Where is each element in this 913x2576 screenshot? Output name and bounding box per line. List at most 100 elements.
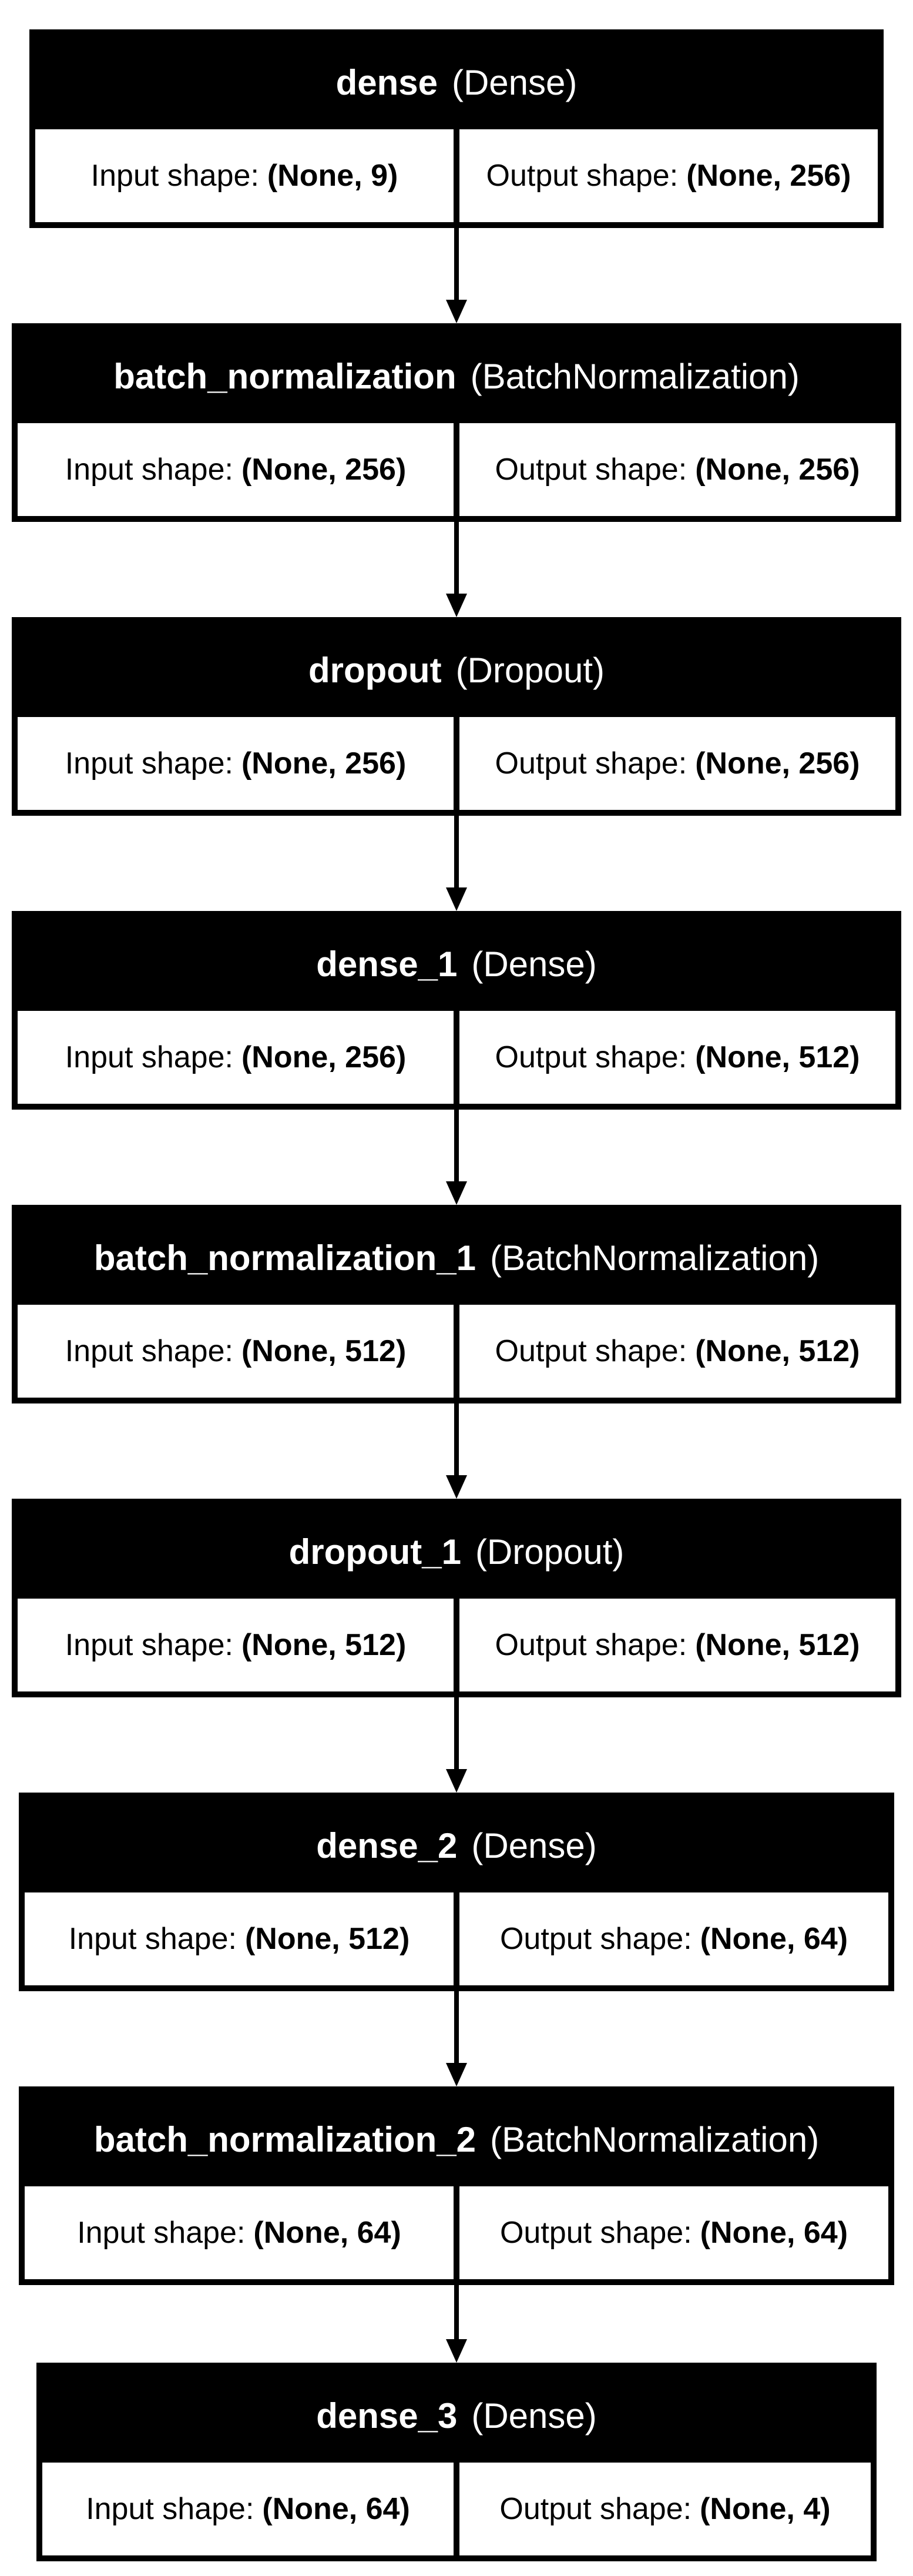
input-shape-label: Input shape: — [65, 1628, 233, 1662]
input-shape-value: (None, 64) — [262, 2492, 410, 2526]
input-shape-label: Input shape: — [77, 2216, 246, 2250]
input-shape-label: Input shape: — [90, 159, 259, 193]
output-shape-label: Output shape: — [486, 159, 679, 193]
shape-row: Input shape: (None, 256) Output shape: (… — [18, 423, 895, 516]
layer-node-dense-3: dense_3 (Dense) Input shape: (None, 64) … — [36, 2363, 877, 2561]
input-shape-value: (None, 256) — [241, 746, 407, 780]
layer-type: (Dropout) — [475, 1532, 625, 1572]
output-shape-label: Output shape: — [495, 1628, 687, 1662]
shape-row: Input shape: (None, 512) Output shape: (… — [18, 1305, 895, 1398]
arrow-head-icon — [446, 1181, 467, 1205]
arrow-head-icon — [446, 1769, 467, 1793]
layer-title: dropout_1 (Dropout) — [18, 1505, 895, 1599]
input-shape-label: Input shape: — [65, 746, 233, 780]
layer-name: dense — [335, 62, 438, 102]
input-shape-label: Input shape: — [65, 453, 233, 487]
layer-title: batch_normalization_2 (BatchNormalizatio… — [25, 2092, 888, 2186]
input-shape-value: (None, 64) — [253, 2216, 401, 2250]
layer-name: dense_3 — [316, 2396, 458, 2436]
layer-name: batch_normalization_1 — [93, 1238, 476, 1278]
input-shape-cell: Input shape: (None, 512) — [18, 1599, 454, 1691]
connector-line — [454, 1991, 459, 2064]
layer-node-dense: dense (Dense) Input shape: (None, 9) Out… — [29, 29, 884, 228]
layer-name: dense_2 — [316, 1825, 458, 1865]
input-shape-value: (None, 9) — [267, 159, 398, 193]
connector-line — [454, 228, 459, 301]
layer-title: dense (Dense) — [35, 35, 878, 129]
input-shape-cell: Input shape: (None, 256) — [18, 717, 454, 810]
layer-type: (Dense) — [471, 944, 597, 984]
layer-name: dropout_1 — [288, 1532, 461, 1572]
shape-row: Input shape: (None, 512) Output shape: (… — [25, 1892, 888, 1985]
connector-line — [454, 816, 459, 889]
layer-name: batch_normalization_2 — [93, 2119, 476, 2159]
layer-title: dense_1 (Dense) — [18, 917, 895, 1011]
input-shape-label: Input shape: — [86, 2492, 254, 2526]
arrow-head-icon — [446, 2339, 467, 2363]
output-shape-cell: Output shape: (None, 256) — [459, 129, 878, 222]
output-shape-value: (None, 256) — [686, 159, 851, 193]
output-shape-value: (None, 512) — [695, 1040, 860, 1074]
layer-type: (Dropout) — [455, 650, 605, 690]
layer-type: (Dense) — [471, 1825, 597, 1865]
input-shape-cell: Input shape: (None, 64) — [42, 2463, 454, 2555]
input-shape-value: (None, 512) — [241, 1628, 407, 1662]
output-shape-value: (None, 256) — [695, 746, 860, 780]
layer-type: (Dense) — [452, 62, 578, 102]
output-shape-cell: Output shape: (None, 256) — [459, 717, 895, 810]
output-shape-value: (None, 512) — [695, 1628, 860, 1662]
arrow-head-icon — [446, 887, 467, 911]
layer-name: dropout — [308, 650, 442, 690]
layer-type: (BatchNormalization) — [489, 2119, 820, 2159]
input-shape-cell: Input shape: (None, 256) — [18, 423, 454, 516]
layer-type: (Dense) — [471, 2396, 597, 2436]
shape-row: Input shape: (None, 512) Output shape: (… — [18, 1599, 895, 1691]
layer-title: batch_normalization (BatchNormalization) — [18, 329, 895, 423]
output-shape-cell: Output shape: (None, 512) — [459, 1305, 895, 1398]
layer-name: dense_1 — [316, 944, 458, 984]
shape-row: Input shape: (None, 9) Output shape: (No… — [35, 129, 878, 222]
output-shape-value: (None, 4) — [700, 2492, 831, 2526]
layer-node-dropout: dropout (Dropout) Input shape: (None, 25… — [12, 617, 901, 816]
output-shape-label: Output shape: — [495, 1040, 687, 1074]
layer-title: dropout (Dropout) — [18, 623, 895, 717]
shape-row: Input shape: (None, 64) Output shape: (N… — [25, 2186, 888, 2279]
input-shape-value: (None, 256) — [241, 1040, 407, 1074]
layer-title: batch_normalization_1 (BatchNormalizatio… — [18, 1211, 895, 1305]
arrow-head-icon — [446, 2063, 467, 2086]
input-shape-cell: Input shape: (None, 256) — [18, 1011, 454, 1104]
layer-node-dropout-1: dropout_1 (Dropout) Input shape: (None, … — [12, 1499, 901, 1697]
input-shape-cell: Input shape: (None, 64) — [25, 2186, 454, 2279]
output-shape-value: (None, 256) — [695, 453, 860, 487]
output-shape-label: Output shape: — [499, 2216, 692, 2250]
output-shape-cell: Output shape: (None, 64) — [459, 2186, 888, 2279]
output-shape-label: Output shape: — [495, 453, 687, 487]
input-shape-label: Input shape: — [68, 1922, 237, 1956]
arrow-head-icon — [446, 300, 467, 323]
input-shape-cell: Input shape: (None, 512) — [25, 1892, 454, 1985]
output-shape-cell: Output shape: (None, 512) — [459, 1599, 895, 1691]
shape-row: Input shape: (None, 256) Output shape: (… — [18, 717, 895, 810]
input-shape-label: Input shape: — [65, 1040, 233, 1074]
layer-type: (BatchNormalization) — [489, 1238, 820, 1278]
input-shape-cell: Input shape: (None, 512) — [18, 1305, 454, 1398]
input-shape-value: (None, 512) — [241, 1334, 407, 1368]
output-shape-cell: Output shape: (None, 256) — [459, 423, 895, 516]
layer-node-batch-normalization: batch_normalization (BatchNormalization)… — [12, 323, 901, 522]
layer-node-batch-normalization-1: batch_normalization_1 (BatchNormalizatio… — [12, 1205, 901, 1403]
output-shape-label: Output shape: — [499, 1922, 692, 1956]
output-shape-cell: Output shape: (None, 64) — [459, 1892, 888, 1985]
input-shape-value: (None, 512) — [244, 1922, 410, 1956]
arrow-head-icon — [446, 594, 467, 617]
connector-line — [454, 1110, 459, 1183]
output-shape-cell: Output shape: (None, 4) — [459, 2463, 871, 2555]
layer-type: (BatchNormalization) — [470, 356, 800, 396]
output-shape-label: Output shape: — [499, 2492, 692, 2526]
connector-line — [454, 1697, 459, 1770]
layer-name: batch_normalization — [113, 356, 456, 396]
layer-title: dense_2 (Dense) — [25, 1798, 888, 1892]
input-shape-label: Input shape: — [65, 1334, 233, 1368]
layer-title: dense_3 (Dense) — [42, 2369, 871, 2463]
output-shape-value: (None, 64) — [700, 1922, 848, 1956]
